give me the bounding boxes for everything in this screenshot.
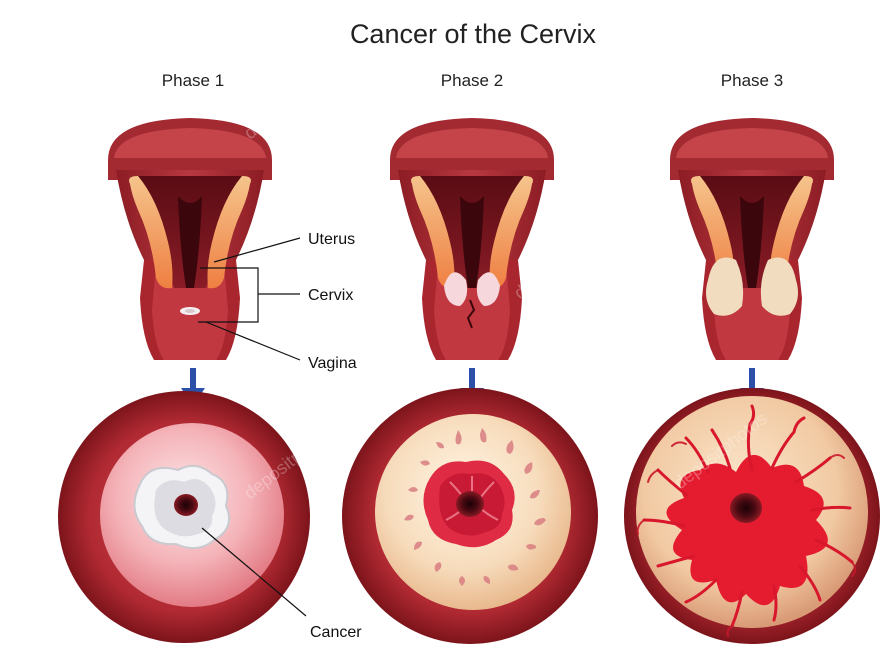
phase-2-os bbox=[456, 491, 484, 517]
phase-3-uterus-illustration bbox=[670, 118, 834, 360]
cervix-label: Cervix bbox=[308, 287, 353, 304]
phase-2-label: Phase 2 bbox=[441, 71, 503, 90]
phase-2-cervix-view bbox=[342, 388, 598, 644]
phase-2-uterus-illustration bbox=[390, 118, 554, 360]
phase-3-os bbox=[730, 493, 762, 523]
cancer-label: Cancer bbox=[310, 624, 362, 641]
vagina-label: Vagina bbox=[308, 355, 357, 372]
phase-1-os bbox=[174, 494, 198, 516]
diagram-title: Cancer of the Cervix bbox=[350, 19, 597, 49]
uterus-label: Uterus bbox=[308, 231, 355, 248]
phase-1-cervix-view bbox=[58, 391, 310, 643]
phase-3-label: Phase 3 bbox=[721, 71, 783, 90]
phase-1-label: Phase 1 bbox=[162, 71, 224, 90]
phase-1-uterus-illustration bbox=[108, 118, 272, 360]
watermark-1: depositphotos bbox=[240, 58, 341, 143]
